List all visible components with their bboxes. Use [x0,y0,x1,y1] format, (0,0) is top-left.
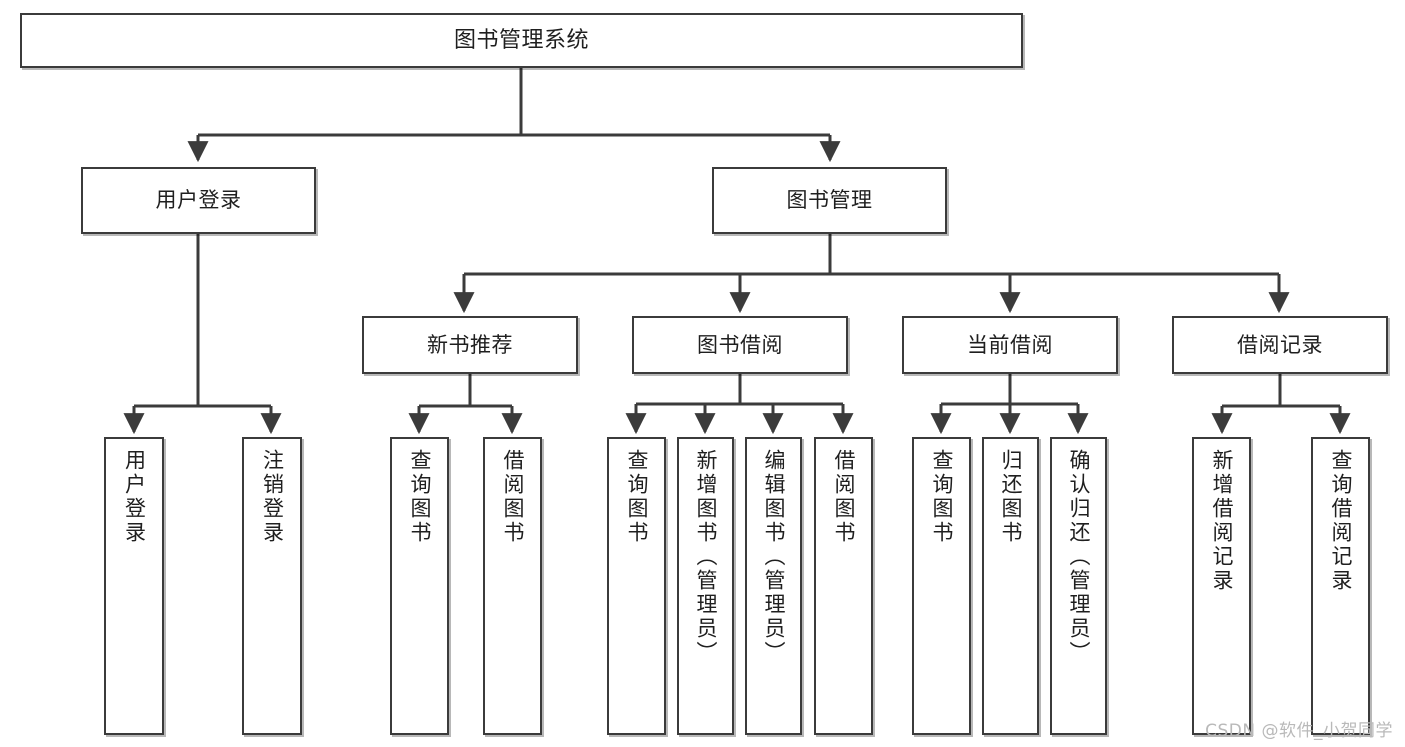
node-label: 编辑图书（管理员） [762,449,786,665]
node-book-borrow[interactable]: 图书借阅 [632,316,848,374]
node-label: 借阅图书 [501,449,525,545]
node-new-book-recommend[interactable]: 新书推荐 [362,316,578,374]
node-label: 归还图书 [999,449,1023,545]
leaf-query-book-borrow[interactable]: 查询图书 [607,437,666,735]
node-label: 查询借阅记录 [1329,449,1353,593]
leaf-return-book[interactable]: 归还图书 [982,437,1039,735]
leaf-borrow-book[interactable]: 借阅图书 [814,437,873,735]
leaf-query-book-recommend[interactable]: 查询图书 [390,437,449,735]
leaf-user-login[interactable]: 用户登录 [104,437,164,735]
node-label: 查询图书 [625,449,649,545]
watermark-text: CSDN @软件_小贺同学 [1205,721,1393,741]
node-label: 注销登录 [260,449,285,545]
node-label: 用户登录 [155,188,242,213]
node-label: 借阅记录 [1237,332,1323,357]
node-label: 查询图书 [930,449,954,545]
node-label: 新增图书（管理员） [694,449,718,665]
leaf-query-borrow-record[interactable]: 查询借阅记录 [1311,437,1370,735]
node-label: 图书借阅 [697,332,783,357]
leaf-edit-book-admin[interactable]: 编辑图书（管理员） [745,437,802,735]
leaf-add-borrow-record[interactable]: 新增借阅记录 [1192,437,1251,735]
node-current-borrow[interactable]: 当前借阅 [902,316,1118,374]
leaf-borrow-book-recommend[interactable]: 借阅图书 [483,437,542,735]
node-label: 确认归还（管理员） [1067,449,1091,665]
leaf-add-book-admin[interactable]: 新增图书（管理员） [677,437,734,735]
node-label: 查询图书 [408,449,432,545]
node-label: 用户登录 [122,449,147,545]
leaf-query-book-current[interactable]: 查询图书 [912,437,971,735]
node-borrow-record[interactable]: 借阅记录 [1172,316,1388,374]
node-label: 当前借阅 [967,332,1053,357]
node-root-system[interactable]: 图书管理系统 [20,13,1023,68]
node-label: 图书管理 [786,188,873,213]
node-user-login[interactable]: 用户登录 [81,167,316,234]
node-label: 借阅图书 [832,449,856,545]
leaf-logout[interactable]: 注销登录 [242,437,302,735]
node-book-manage[interactable]: 图书管理 [712,167,947,234]
node-label: 新书推荐 [427,332,513,357]
leaf-confirm-return-admin[interactable]: 确认归还（管理员） [1050,437,1107,735]
node-label: 图书管理系统 [453,27,589,53]
node-label: 新增借阅记录 [1210,449,1234,593]
